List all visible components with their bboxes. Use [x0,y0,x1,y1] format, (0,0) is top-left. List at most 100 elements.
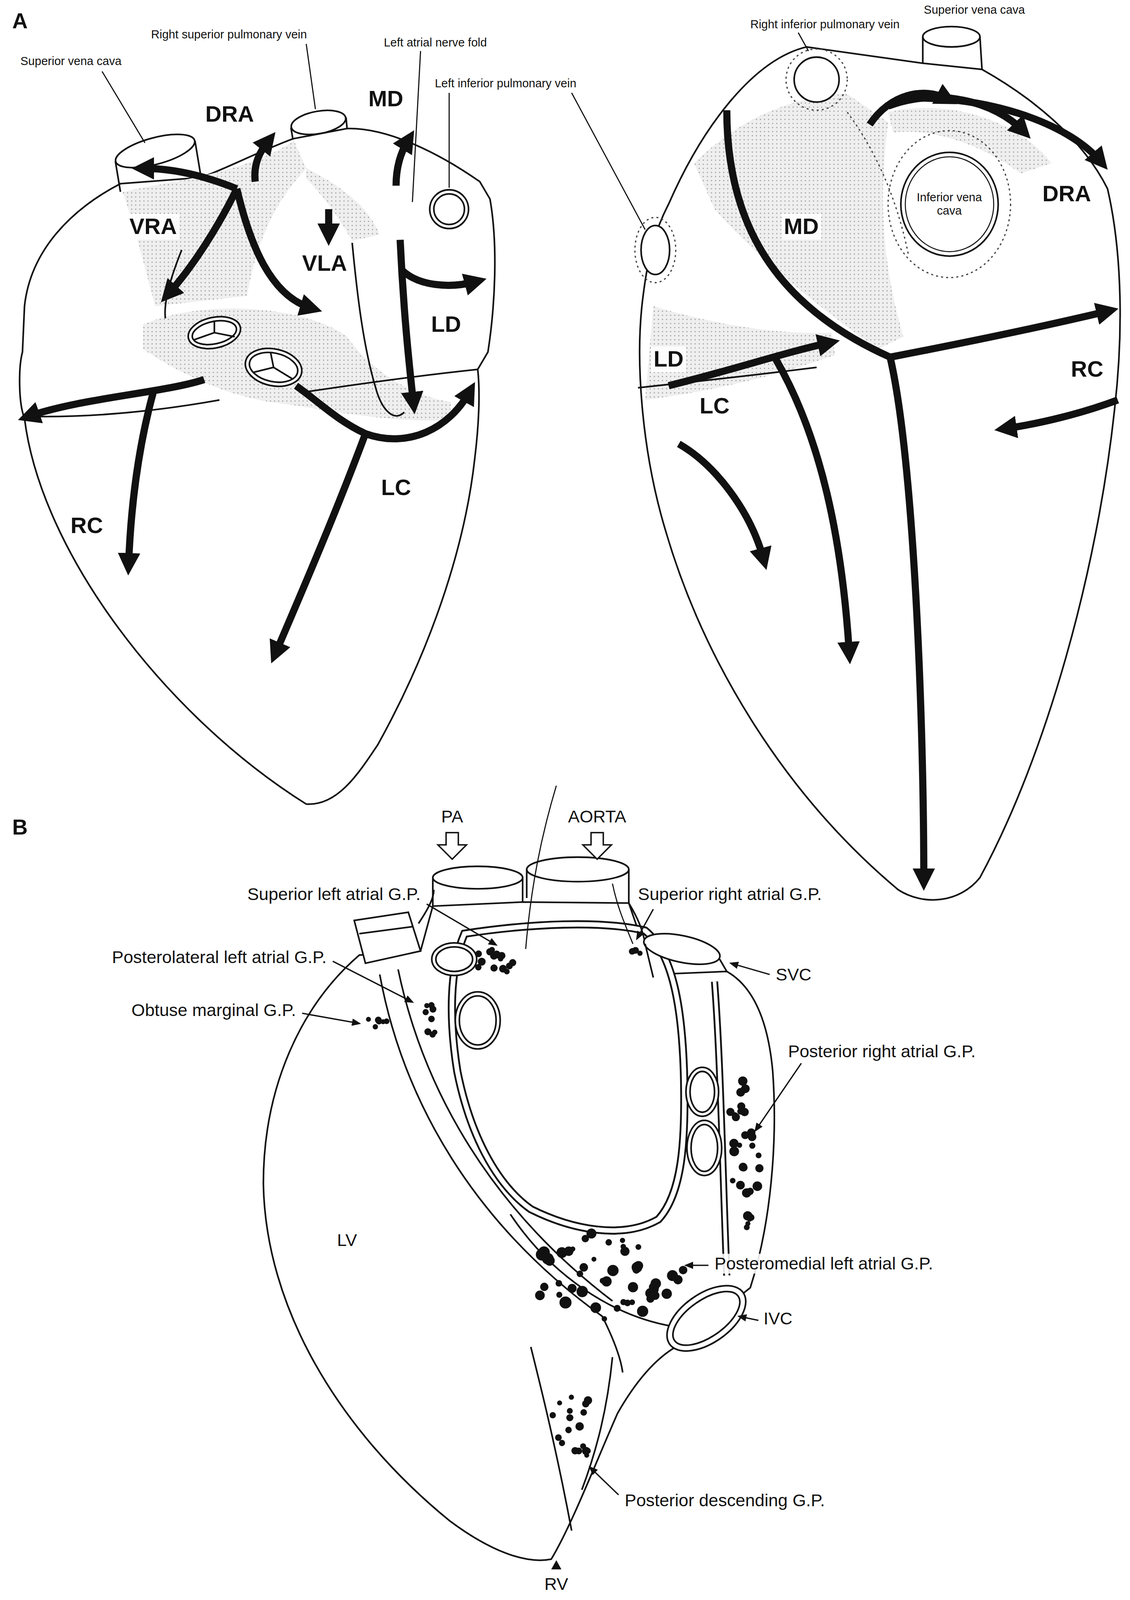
leader-line [448,92,450,188]
ganglionated-plexus-dot [742,1211,753,1221]
heart-outline [639,46,1121,901]
nerve-label: Left atrial nerve fold [381,35,490,50]
leader-line [730,963,770,975]
pathway-arrow [775,359,850,654]
nerve-strand [612,883,633,945]
pathway-arrow [295,385,470,439]
pathway-label: MD [781,213,822,240]
pathway-arrow [908,97,1101,162]
vessel-label: SVC [773,964,814,985]
ganglionated-plexus-dot [619,1237,626,1244]
vessel-label: Superior vena cava [18,54,125,68]
ganglionated-plexus-dot [535,1248,548,1261]
leader-line [590,1467,619,1495]
pathway-arrow [128,392,154,565]
heart-structure-line [352,242,405,416]
ganglionated-plexus-dot [601,1316,608,1322]
gp-label: Posterior right atrial G.P. [785,1041,979,1062]
pathway-label: LD [428,311,464,338]
nerve-strand [525,785,557,949]
pathway-label: RC [1068,356,1106,383]
left-atrium [451,924,685,1231]
ganglionated-plexus-dot [635,1243,641,1250]
dotted-ring [786,48,848,110]
semilunar-valve [241,343,306,392]
ganglionated-plexus-dot [383,1018,390,1025]
pathway-arrow [668,342,829,386]
ganglionated-plexus-dot [581,1400,590,1408]
ganglionated-plexus-dot [428,1002,435,1009]
heart-structure-line [432,866,523,890]
pathway-label: RC [68,512,106,539]
heart-structure-line [431,942,477,976]
vessel-outline [905,156,994,252]
ganglionated-plexus-dot [568,1394,574,1400]
ganglionated-plexus-dot [576,1270,584,1278]
vessel-label: Right superior pulmonary vein [148,27,310,42]
leader-line [739,1316,759,1321]
ganglionated-plexus-dot [729,1178,736,1184]
ganglionated-plexus-dot [629,1299,635,1305]
heart-structure-line [655,1272,758,1365]
heart-structure-line [687,1120,722,1176]
heart-structure-line [685,1067,719,1117]
ganglionated-plexus-dot [590,1302,602,1313]
ganglionated-plexus-dot [726,1107,735,1116]
heart-structure-line [655,1272,758,1365]
heart-structure-line [640,225,670,275]
pathway-label: LD [651,346,686,373]
ganglionated-plexus-dot [628,1281,639,1293]
ganglionated-plexus-dot [678,1265,688,1275]
ganglionated-plexus-dot [613,1304,621,1312]
heart-structure-line [433,193,465,225]
leader-line [306,44,316,110]
pathway-label: DRA [202,101,257,128]
pathway-arrow [255,140,269,182]
ganglionated-plexus-dot [579,1262,589,1272]
vessel-name: Inferior vena cava [913,190,986,218]
ganglionated-plexus-dot [735,1180,745,1190]
ganglionated-plexus-dot [620,1298,627,1305]
left-atrium [451,924,685,1231]
vessel-label: PA [438,806,466,827]
semilunar-valve [189,316,239,348]
hollow-arrow [438,832,612,860]
ganglionated-plexus-dot [432,1029,438,1036]
leader-line [412,50,421,203]
ganglionated-plexus-dot [650,1278,662,1289]
heart-outline [19,128,496,805]
ganglionated-plexus-dot [632,946,639,954]
ganglionated-plexus-dot [661,1288,673,1300]
ganglionated-plexus-dot [567,1408,574,1415]
heart-structure-line [922,26,980,47]
pathway-arrow [678,443,764,559]
ganglionated-plexus-dot [558,1439,565,1447]
heart-structure-line [691,1124,718,1172]
pathway-label: LC [697,393,732,420]
ganglionated-plexus-dot [549,1412,557,1419]
ganglionated-plexus-dot [539,1282,549,1292]
panel-letter: B [9,814,30,840]
ganglionated-plexus-dot [599,1277,606,1284]
chamber-label: LV [334,1230,360,1251]
dotted-ring [847,112,909,256]
ganglionated-plexus-dot [576,1286,589,1298]
ganglionated-plexus-dot [744,1224,750,1231]
heart-structure-line [435,946,473,972]
ganglionated-plexus-dot [650,1291,660,1300]
dotted-ring [634,48,1011,283]
vessel-outline [900,152,999,257]
heart-structure-line [922,36,982,70]
vessel-label: Right inferior pulmonary vein [747,17,903,32]
heart-outline [263,902,775,1561]
ganglionated-plexus-dot [729,1146,740,1157]
ganglionated-plexus-dot [567,1283,577,1293]
vessel-label: Superior vena cava [921,3,1028,17]
ganglionated-plexus-dot [740,1107,749,1117]
ganglionated-plexus-dot [490,964,498,972]
gp-label: Posterolateral left atrial G.P. [109,947,329,968]
leader-line [755,1063,802,1131]
leader-line [102,44,646,230]
